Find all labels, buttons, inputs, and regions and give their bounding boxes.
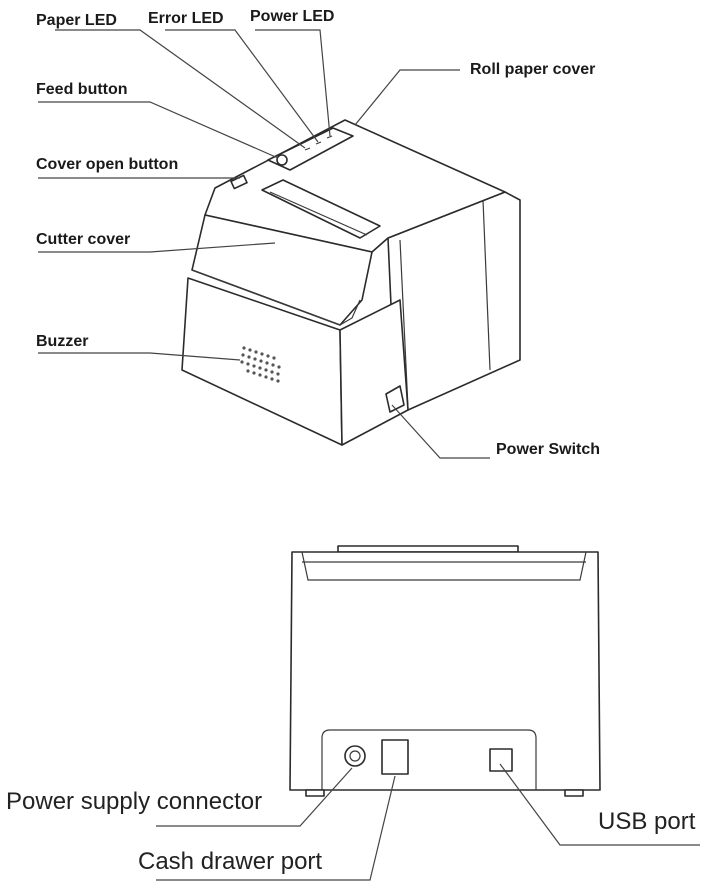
printer-front-right [339, 299, 409, 446]
cash-drawer-port [381, 739, 409, 775]
label-power-switch: Power Switch [496, 441, 600, 458]
rear-leader-lines [156, 763, 700, 881]
printer-rear-view [289, 545, 601, 797]
leader-cutter-cover [38, 242, 276, 253]
label-cash-drawer-port: Cash drawer port [138, 848, 322, 875]
cutter-cover-shape [191, 214, 373, 326]
leader-error-led [165, 29, 319, 143]
paper-led [304, 147, 311, 151]
label-error-led: Error LED [148, 10, 224, 27]
leader-usb-port [499, 763, 700, 846]
label-power-led: Power LED [250, 8, 334, 25]
label-paper-led: Paper LED [36, 12, 117, 29]
label-cover-open-button: Cover open button [36, 156, 178, 173]
leader-power-led [255, 29, 331, 137]
buzzer-grille [240, 346, 281, 383]
power-connector-inner [349, 750, 361, 762]
cutter-cover-lip [191, 269, 361, 326]
port-panel [321, 729, 537, 790]
leader-buzzer [38, 352, 241, 361]
rear-foot-left [305, 789, 325, 797]
leader-roll-paper-cover [354, 69, 460, 126]
control-panel [267, 127, 354, 171]
paper-slot-line [269, 191, 368, 236]
rear-body [289, 551, 601, 791]
leader-power-supply-connector [156, 767, 353, 827]
printer-side-seam [482, 199, 491, 371]
label-usb-port: USB port [598, 808, 696, 835]
rear-foot-right [564, 789, 584, 797]
printer-body-edge [399, 239, 409, 409]
printer-top-view [181, 119, 521, 446]
leader-power-switch [391, 404, 490, 459]
label-cutter-cover: Cutter cover [36, 231, 130, 248]
feed-button [276, 154, 288, 166]
top-leader-lines [38, 29, 490, 459]
label-feed-button: Feed button [36, 81, 128, 98]
error-led [315, 141, 322, 145]
leader-feed-button [38, 101, 279, 159]
label-roll-paper-cover: Roll paper cover [470, 61, 595, 78]
power-supply-connector [344, 745, 366, 767]
label-buzzer: Buzzer [36, 333, 88, 350]
leader-cash-drawer-port [156, 775, 396, 881]
rear-top-recess [301, 551, 587, 581]
paper-exit-slot [261, 179, 381, 239]
label-power-supply-connector: Power supply connector [6, 788, 262, 815]
rear-top-edge [337, 545, 519, 553]
power-led [326, 135, 333, 139]
leader-paper-led [55, 29, 306, 149]
usb-port [489, 748, 513, 772]
power-switch [385, 385, 405, 413]
